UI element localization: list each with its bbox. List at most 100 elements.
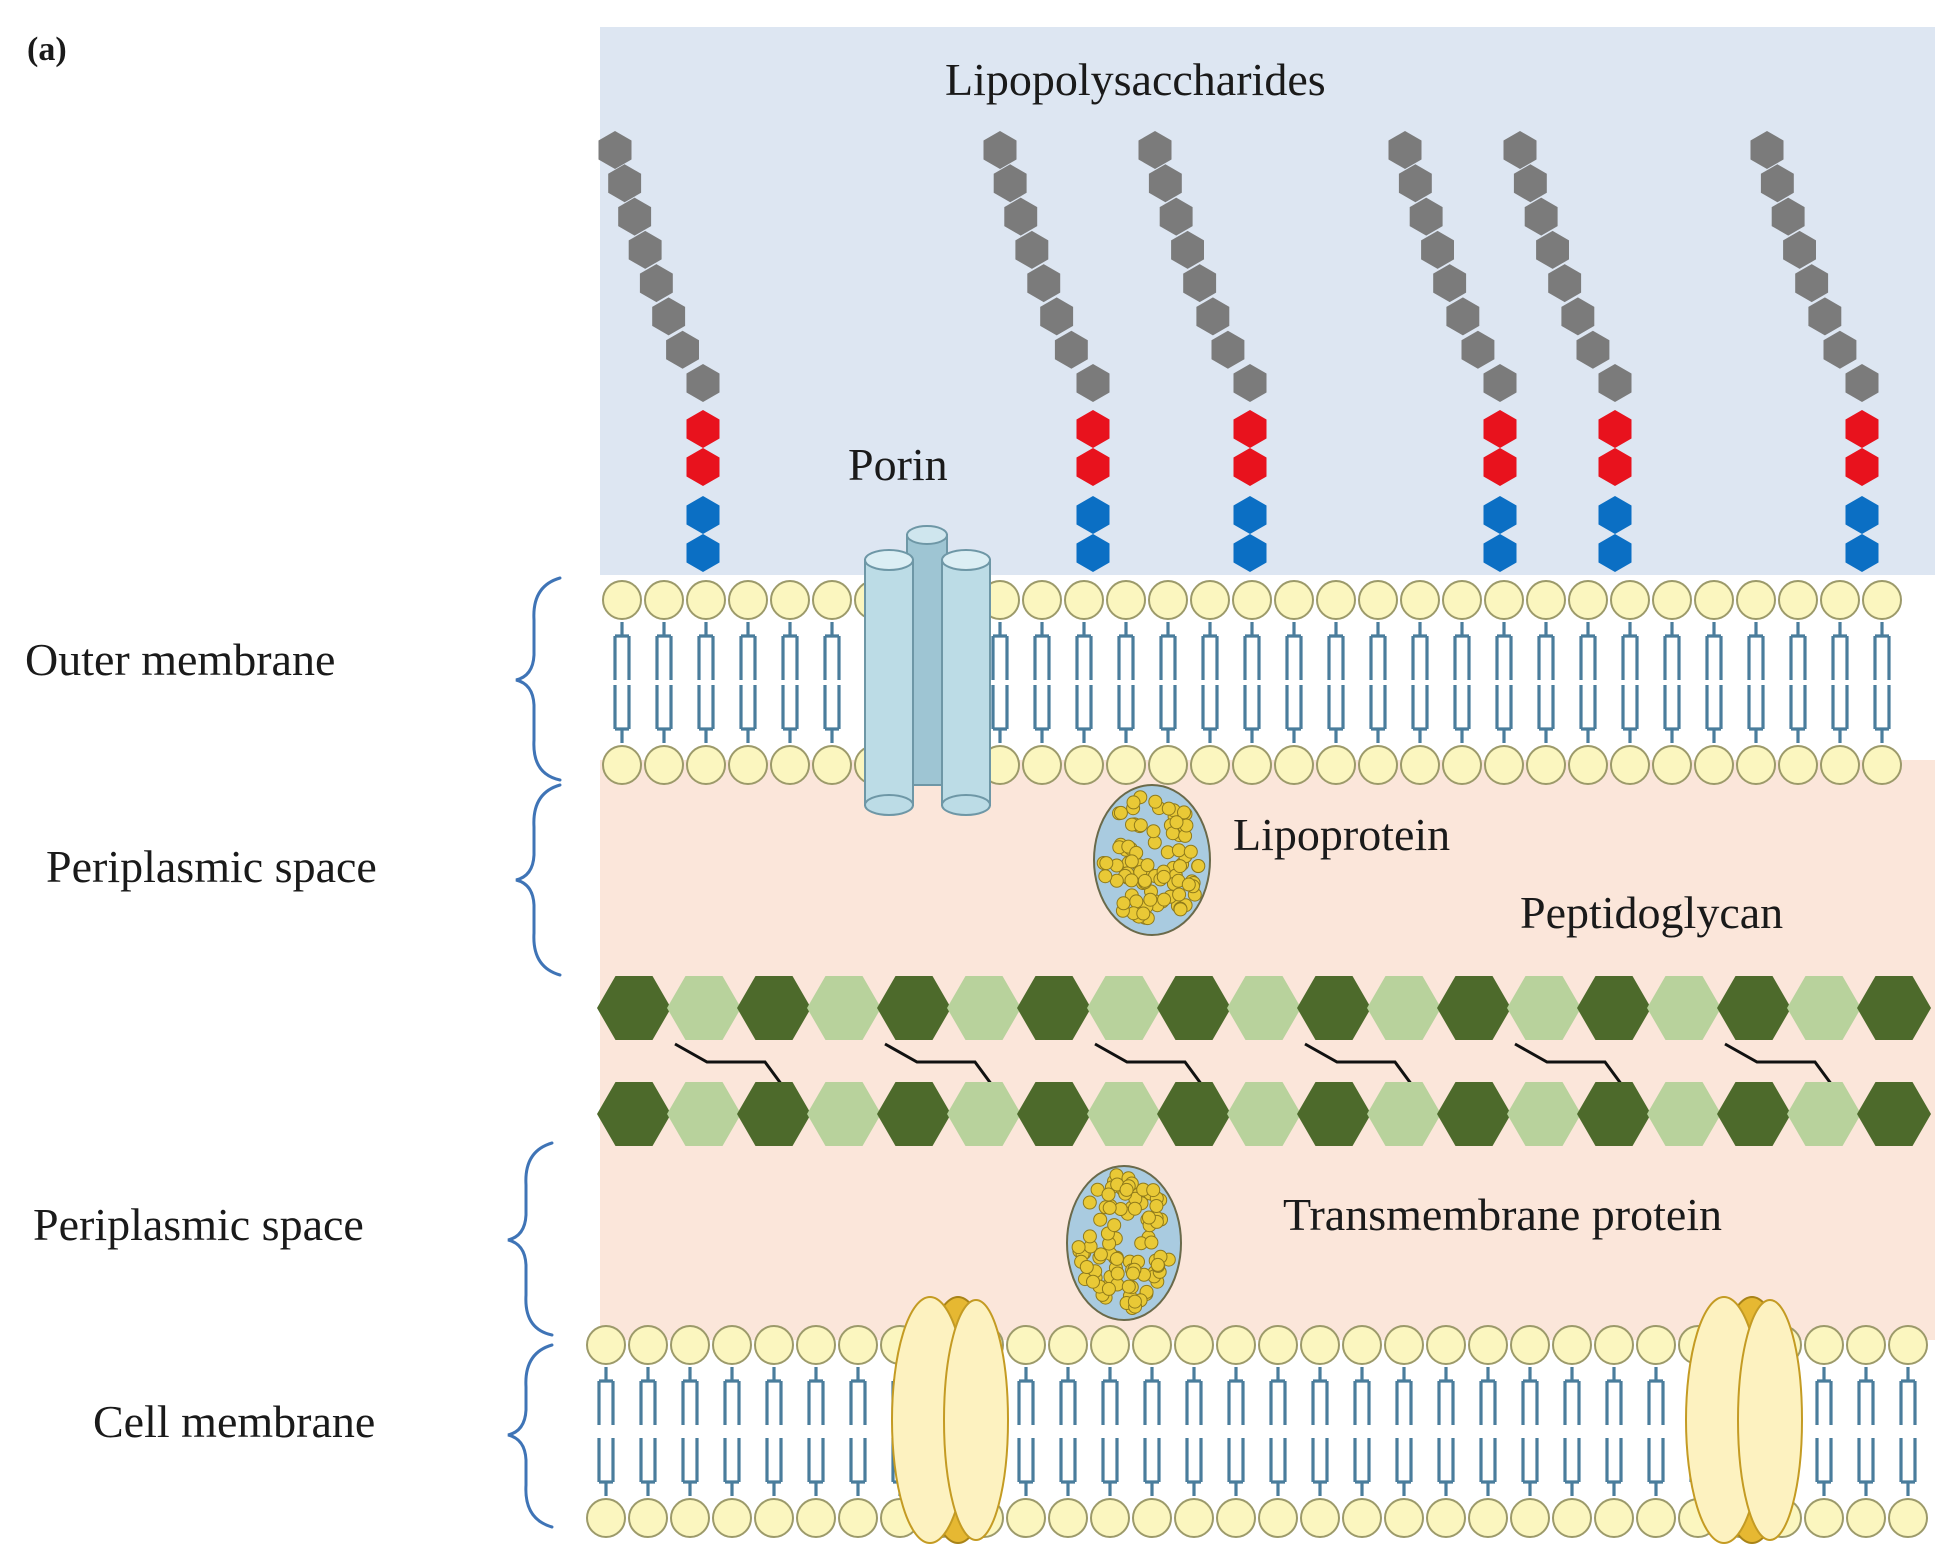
lipid-tail [1017, 1367, 1035, 1425]
lps-o-antigen-unit [1461, 330, 1495, 369]
lipid-head [1736, 745, 1776, 785]
lipid-tail [1285, 685, 1303, 743]
phospholipid-pair [1006, 1325, 1046, 1538]
peptide-crosslink [884, 1042, 1005, 1101]
lps-o-antigen-unit [1750, 131, 1784, 169]
lipid-tail [697, 685, 715, 743]
lps-o-antigen-unit [1040, 297, 1074, 336]
amino-acid-bead [1129, 894, 1144, 909]
tm-side-shell [943, 1299, 1009, 1541]
amino-acid-bead [1126, 795, 1141, 810]
amino-acid-bead [1126, 1266, 1140, 1281]
panel-label: (a) [27, 31, 67, 68]
nag-unit [667, 976, 741, 1040]
lps-o-antigen-unit [1388, 131, 1422, 169]
lipid-tail [1033, 622, 1051, 680]
nam-unit [1297, 976, 1371, 1040]
phospholipid-pair [712, 1325, 752, 1538]
lipid-head [1888, 1325, 1928, 1365]
lps-o-antigen-unit [1171, 230, 1204, 269]
lipid-tail [1269, 1367, 1287, 1425]
nag-unit [1647, 976, 1721, 1040]
lipid-head [812, 580, 852, 620]
lipid-head [838, 1498, 878, 1538]
amino-acid-bead [1140, 858, 1155, 873]
nam-unit [1437, 1082, 1511, 1146]
lipid-tail [849, 1367, 867, 1425]
phospholipid-pair [1846, 1325, 1886, 1538]
phospholipid-pair [628, 1325, 668, 1538]
lps-chain [1503, 131, 1632, 572]
lipid-tail [1395, 1367, 1413, 1425]
amino-acid-bead [1082, 1229, 1097, 1244]
phospholipid-pair [586, 1325, 626, 1538]
lipid-tail [1017, 1438, 1035, 1496]
lipid-tail [1663, 622, 1681, 680]
amino-acid-bead [1093, 1212, 1108, 1227]
lps-o-antigen-unit [1027, 264, 1061, 303]
amino-acid-bead [1143, 892, 1158, 907]
lipid-tail [1143, 1367, 1161, 1425]
lipid-tail [1537, 622, 1555, 680]
lipid-tail [655, 622, 673, 680]
phospholipid-pair [1736, 580, 1776, 785]
nam-unit [1717, 976, 1791, 1040]
lipid-tail [991, 685, 1009, 743]
lipid-tail [639, 1438, 657, 1496]
lipid-tail [639, 1367, 657, 1425]
amino-acid-bead [1121, 1279, 1136, 1294]
lipid-head [1316, 580, 1356, 620]
lipid-tail [1395, 1438, 1413, 1496]
lipid-head [1468, 1325, 1508, 1365]
lps-o-antigen-unit [1561, 297, 1595, 336]
amino-acid-bead [1127, 1294, 1142, 1309]
lps-o-antigen-unit [1421, 230, 1454, 269]
lipid-head [728, 580, 768, 620]
nam-unit [1017, 976, 1091, 1040]
lps-o-antigen-unit [666, 330, 699, 369]
phospholipid-pair [1526, 580, 1566, 785]
amino-acid-bead [1169, 815, 1184, 830]
phospholipid-pair [1174, 1325, 1214, 1538]
phospholipid-pair [1568, 580, 1608, 785]
lipid-tail [597, 1438, 615, 1496]
lps-o-antigen-unit [1536, 230, 1569, 269]
nag-unit [667, 1082, 741, 1146]
lps-o-antigen-unit [1823, 330, 1857, 369]
lipid-head [1006, 1325, 1046, 1365]
lipid-head [1216, 1325, 1256, 1365]
phospholipid-pair [754, 1325, 794, 1538]
lipid-head [1400, 580, 1440, 620]
lps-o-antigen-unit [1004, 197, 1038, 236]
peptide-crosslink [1304, 1042, 1425, 1101]
phospholipid-pair [1048, 1325, 1088, 1538]
phospholipid-pair [644, 580, 684, 785]
phospholipid-pair [1484, 580, 1524, 785]
lps-core-unit [1845, 448, 1879, 486]
amino-acid-bead [1141, 1210, 1156, 1225]
lps-core-unit [1598, 410, 1632, 448]
transmembrane-protein [1685, 1296, 1803, 1544]
lps-o-antigen-unit [1598, 364, 1632, 402]
lipid-tail [1831, 685, 1849, 743]
lipid-head [1300, 1325, 1340, 1365]
phospholipid-pair [1316, 580, 1356, 785]
lipid-tail [681, 1438, 699, 1496]
lipid-head [1232, 745, 1272, 785]
lps-core-unit [1233, 410, 1267, 448]
lipid-tail [1747, 685, 1765, 743]
nag-unit [947, 1082, 1021, 1146]
lipid-head [1190, 745, 1230, 785]
lipopolysaccharide-chains [598, 131, 1879, 572]
lps-o-antigen-unit [1503, 131, 1537, 169]
outer-membrane-label: Outer membrane [25, 634, 335, 685]
peptidoglycan-label: Peptidoglycan [1520, 887, 1783, 938]
lipid-tail [613, 622, 631, 680]
amino-acid-bead [1079, 1260, 1094, 1274]
lipid-head [712, 1498, 752, 1538]
amino-acid-bead [1110, 1266, 1125, 1281]
lipid-head [1736, 580, 1776, 620]
lps-o-antigen-unit [1524, 197, 1558, 236]
lipid-head [754, 1325, 794, 1365]
lipid-tail [1411, 685, 1429, 743]
